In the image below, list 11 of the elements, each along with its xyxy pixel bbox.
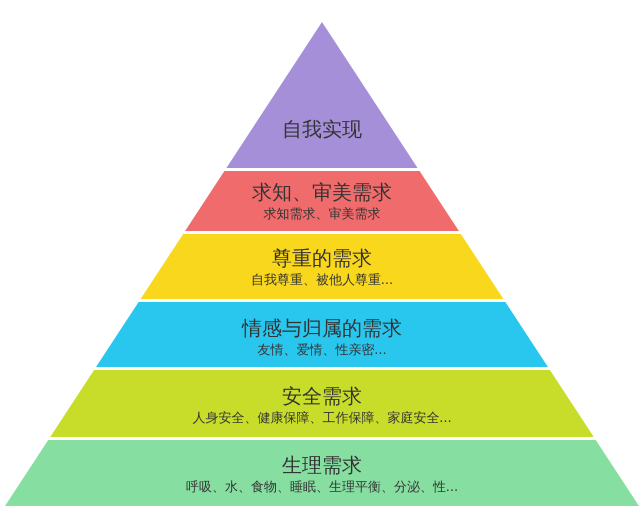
level-description: 求知需求、审美需求 [263,206,380,224]
level-title: 尊重的需求 [272,245,372,271]
level-title: 求知、审美需求 [252,179,392,205]
level-description: 友情、爱情、性亲密... [257,342,387,360]
level-description: 自我尊重、被他人尊重... [250,272,394,290]
level-title: 自我实现 [282,116,362,142]
level-description: 呼吸、水、食物、睡眠、生理平衡、分泌、性... [186,479,458,497]
level-title: 生理需求 [282,452,362,478]
level-title: 安全需求 [282,383,362,409]
level-description: 人身安全、健康保障、工作保障、家庭安全... [192,410,452,428]
level-title: 情感与归属的需求 [242,315,402,341]
